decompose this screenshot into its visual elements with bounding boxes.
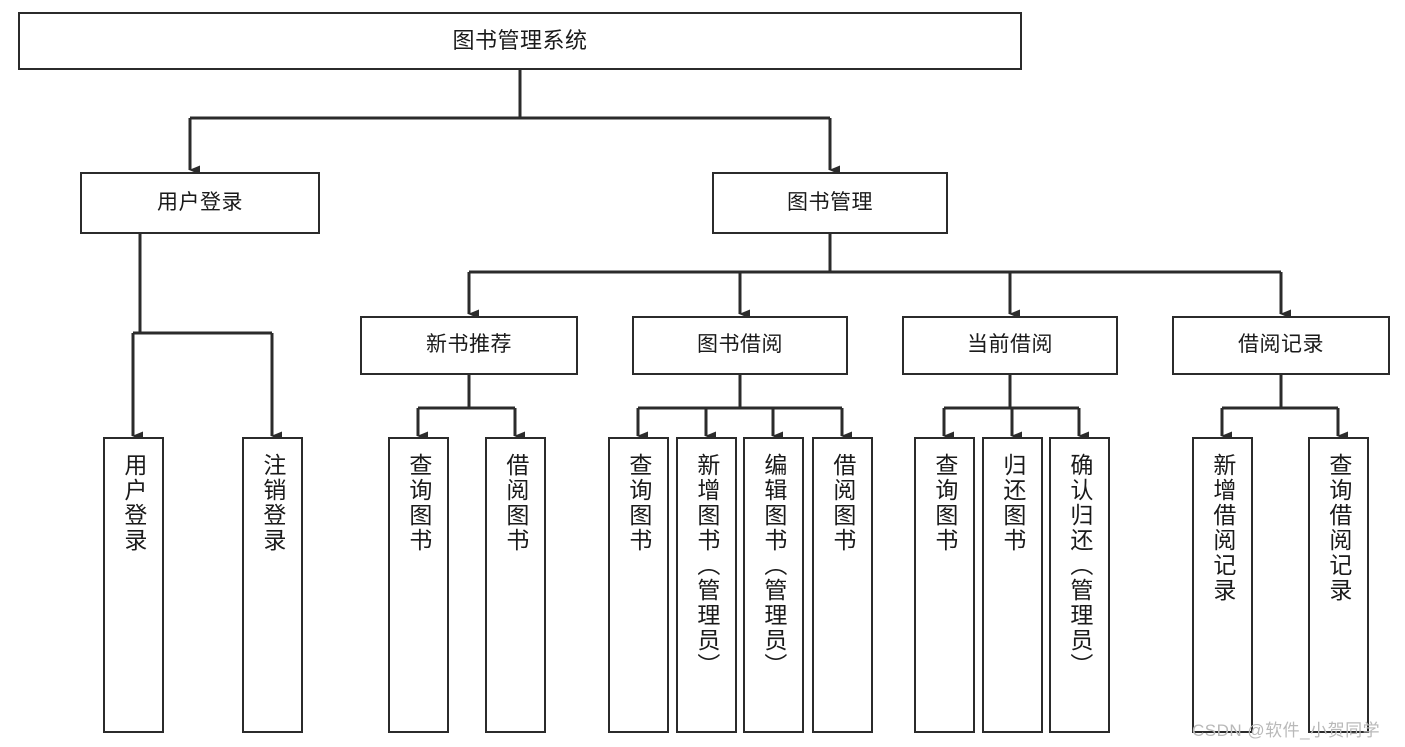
node-new-book-recommend[interactable]: 新书推荐 xyxy=(360,316,578,375)
leaf-recommend-query-book[interactable]: 查询图书 xyxy=(388,437,449,733)
node-current-borrow[interactable]: 当前借阅 xyxy=(902,316,1118,375)
leaf-current-query-book[interactable]: 查询图书 xyxy=(914,437,975,733)
node-label: 借阅记录 xyxy=(1238,333,1324,357)
csdn-watermark: CSDN @软件_小贺同学 xyxy=(1192,721,1381,740)
node-root-system[interactable]: 图书管理系统 xyxy=(18,12,1022,70)
node-label: 编辑图书（管理员） xyxy=(760,453,787,678)
node-label: 新增借阅记录 xyxy=(1209,453,1236,603)
node-label: 借阅图书 xyxy=(502,453,529,553)
node-label: 查询图书 xyxy=(931,453,958,553)
node-label: 查询图书 xyxy=(405,453,432,553)
node-label: 用户登录 xyxy=(157,190,243,214)
leaf-user-login-signin[interactable]: 用户登录 xyxy=(103,437,164,733)
node-label: 图书管理 xyxy=(787,190,873,214)
node-label: 注销登录 xyxy=(259,453,286,553)
leaf-borrow-borrow-book[interactable]: 借阅图书 xyxy=(812,437,873,733)
leaf-current-confirm-return[interactable]: 确认归还（管理员） xyxy=(1049,437,1110,733)
node-label: 归还图书 xyxy=(999,453,1026,553)
leaf-current-return-book[interactable]: 归还图书 xyxy=(982,437,1043,733)
leaf-recommend-borrow-book[interactable]: 借阅图书 xyxy=(485,437,546,733)
leaf-record-add-record[interactable]: 新增借阅记录 xyxy=(1192,437,1253,733)
leaf-user-login-signout[interactable]: 注销登录 xyxy=(242,437,303,733)
leaf-borrow-query-book[interactable]: 查询图书 xyxy=(608,437,669,733)
node-user-login[interactable]: 用户登录 xyxy=(80,172,320,234)
node-label: 图书管理系统 xyxy=(452,28,588,54)
node-book-management[interactable]: 图书管理 xyxy=(712,172,948,234)
node-label: 用户登录 xyxy=(120,453,147,553)
node-label: 借阅图书 xyxy=(829,453,856,553)
node-label: 新增图书（管理员） xyxy=(693,453,720,678)
node-label: 新书推荐 xyxy=(426,333,512,357)
node-label: 查询借阅记录 xyxy=(1325,453,1352,603)
node-label: 当前借阅 xyxy=(967,333,1053,357)
node-label: 确认归还（管理员） xyxy=(1066,453,1093,678)
node-label: 图书借阅 xyxy=(697,333,783,357)
node-label: 查询图书 xyxy=(625,453,652,553)
leaf-borrow-add-book[interactable]: 新增图书（管理员） xyxy=(676,437,737,733)
leaf-borrow-edit-book[interactable]: 编辑图书（管理员） xyxy=(743,437,804,733)
node-borrow-record[interactable]: 借阅记录 xyxy=(1172,316,1390,375)
leaf-record-query-record[interactable]: 查询借阅记录 xyxy=(1308,437,1369,733)
node-book-borrow[interactable]: 图书借阅 xyxy=(632,316,848,375)
